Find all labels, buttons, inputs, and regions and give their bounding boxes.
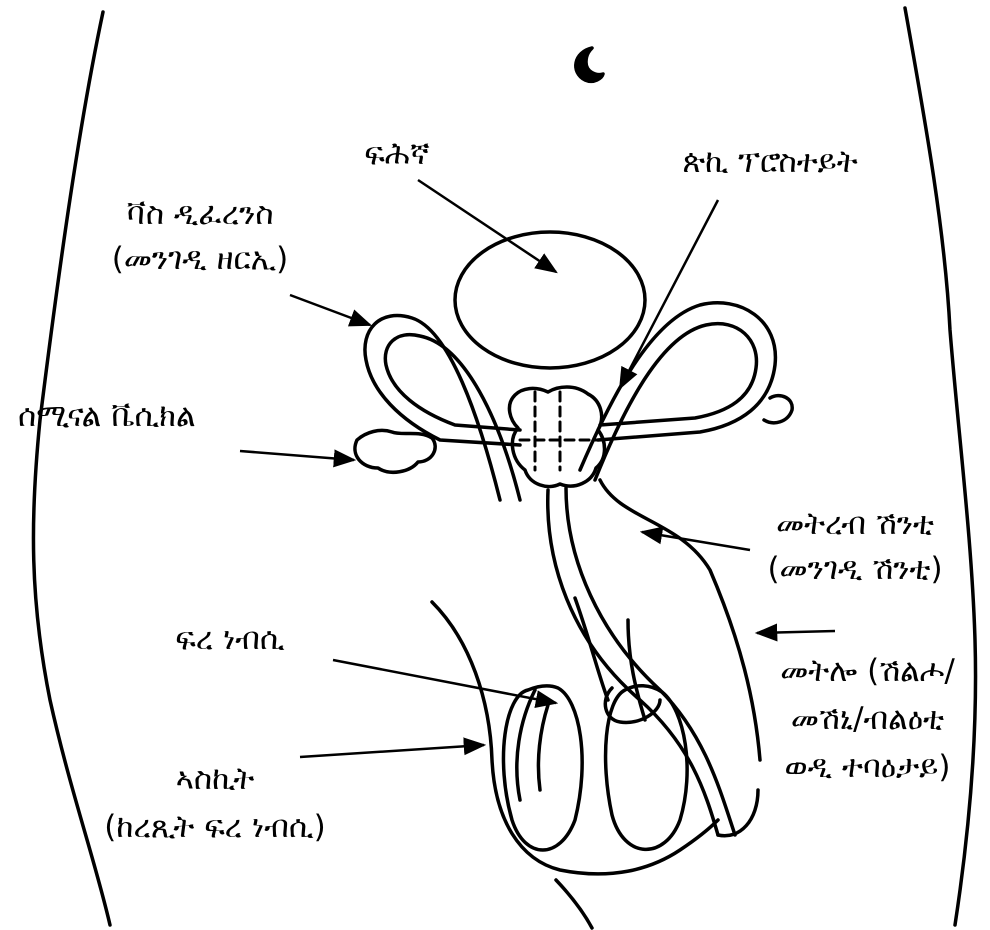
seminal-vesicle-left <box>355 430 435 472</box>
arrow-testis <box>333 660 556 703</box>
label-penis-line1: መትሎ (ሽልሖ/ <box>745 652 990 690</box>
arrow-urethra <box>642 532 750 550</box>
urethra-channel-line <box>566 488 735 835</box>
label-scrotum-line2: (ከረጺት ፍረ ነብሲ) <box>80 808 350 846</box>
arrow-prostate <box>620 200 718 388</box>
label-bladder: ፍሕኛ <box>322 135 472 173</box>
label-seminal-vesicle: ሰሚናል ቬሲክል <box>18 397 196 435</box>
label-scrotum-line1: ኣስኪት <box>80 760 350 798</box>
leg-line-left <box>556 880 592 928</box>
label-prostate: ጵኪ ፕሮስተይት <box>650 143 890 181</box>
prostate-shape <box>509 387 604 486</box>
seminal-vesicle-right <box>764 396 792 423</box>
arrow-scrotum <box>300 745 484 757</box>
label-penis-line2: መሽኒ/ብልዕቲ <box>745 700 990 738</box>
testis-left-epididymis <box>517 690 548 800</box>
navel-icon <box>576 48 603 81</box>
arrow-vas-deferens <box>290 295 370 325</box>
label-testis: ፍረ ነብሲ <box>150 620 310 658</box>
penis-shaft-lower <box>628 620 645 720</box>
label-urethra-line1: መትረብ ሽንቲ <box>735 505 975 543</box>
label-vas-deferens-line2: (መንገዲ ዘርኢ) <box>40 240 360 278</box>
arrow-bladder <box>418 180 556 272</box>
label-penis-line3: ወዲ ተባዕታይ) <box>745 748 990 786</box>
arrow-seminal-vesicle <box>240 451 354 460</box>
testis-right <box>606 686 688 850</box>
label-urethra-line2: (መንገዲ ሽንቲ) <box>735 550 975 588</box>
bladder-shape <box>455 232 645 368</box>
arrow-penis <box>757 631 835 633</box>
body-outline-right <box>905 8 976 925</box>
label-vas-deferens-line1: ቫስ ዲፈረንስ <box>40 195 360 233</box>
scrotum-inner-left <box>575 598 608 700</box>
